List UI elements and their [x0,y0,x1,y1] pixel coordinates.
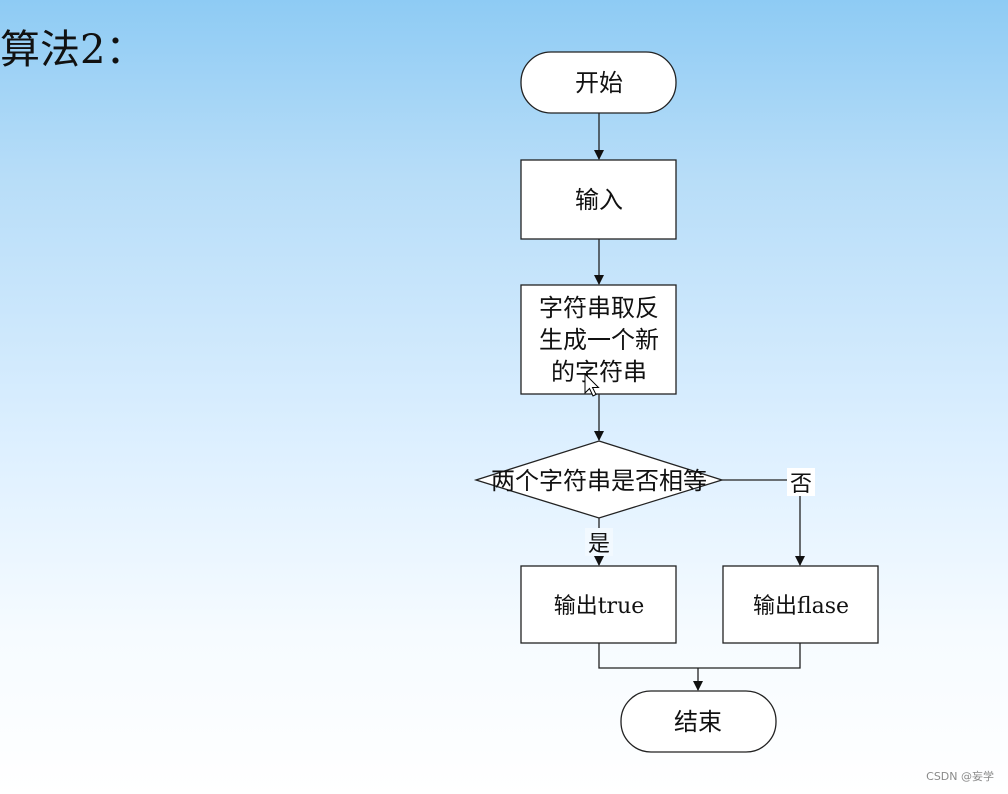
output-false-label: 输出flase [753,594,849,619]
output-true-label: 输出true [554,594,645,619]
end-label: 结束 [674,708,722,736]
reverse-line-3: 的字符串 [551,358,647,386]
no-label: 否 [790,472,812,497]
end-terminator [620,690,777,753]
mouse-pointer-icon [584,372,600,397]
start-terminator [520,51,677,114]
no-label-bg [787,468,815,496]
watermark: CSDN @妄学 [926,770,994,783]
decision-label: 两个字符串是否相等 [491,467,707,495]
decision-diamond [473,440,725,519]
reverse-line-2: 生成一个新 [539,326,659,354]
input-box [520,159,677,240]
connectors [594,113,805,691]
merge-line [598,643,801,669]
yes-label: 是 [588,532,610,557]
input-label: 输入 [575,186,623,214]
output-true-box [520,565,677,644]
output-false-box [722,565,879,644]
yes-label-bg [585,528,613,556]
start-label: 开始 [575,69,623,97]
slide-title: 算法2： [0,27,146,73]
reverse-process-box [520,284,677,395]
reverse-line-1: 字符串取反 [539,294,659,322]
